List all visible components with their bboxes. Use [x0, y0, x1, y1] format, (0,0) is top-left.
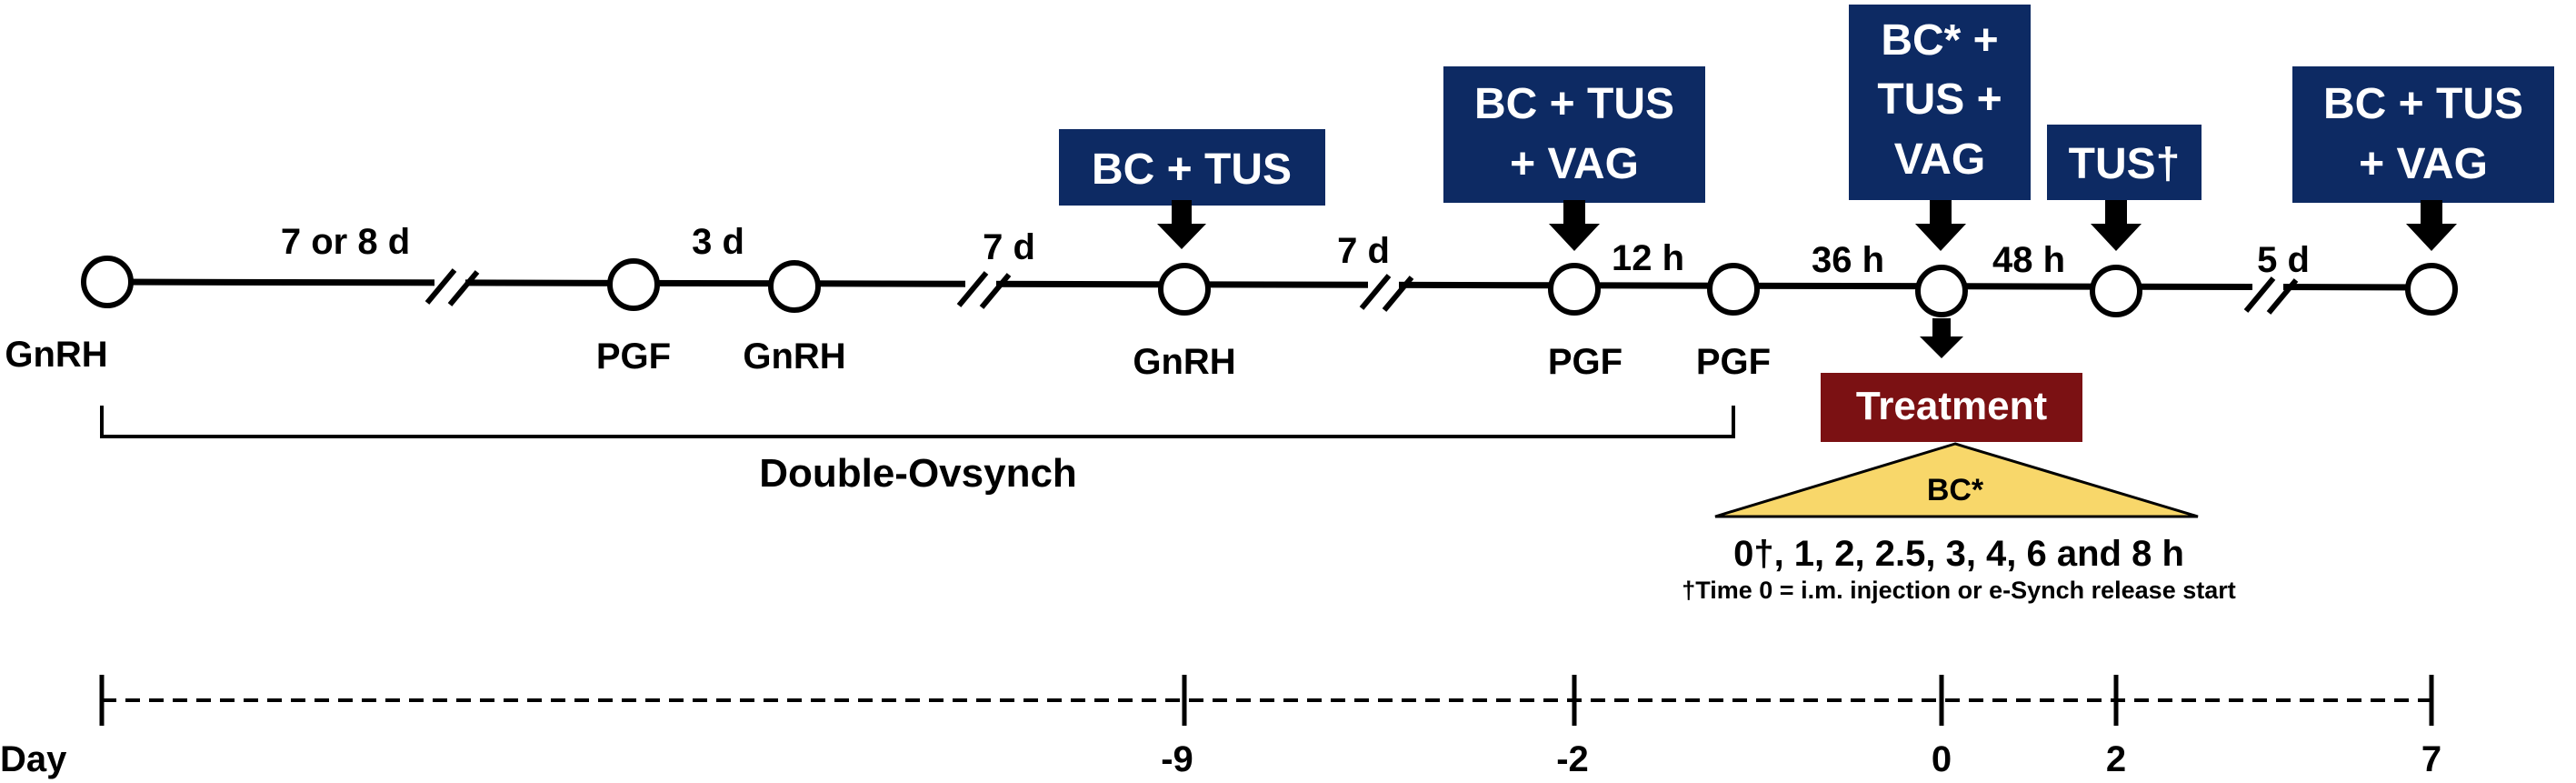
interval-label: 7 d [983, 227, 1035, 267]
node-circle [2090, 265, 2142, 317]
node-circle [1548, 263, 1601, 316]
double-ovsynch-bracket [100, 406, 1735, 438]
box-text: VAG [1894, 136, 1985, 184]
timeline-line [106, 278, 2432, 291]
box-text: TUS + [1877, 75, 2002, 124]
box-text: BC + TUS [2323, 80, 2523, 128]
node-label: GnRH [5, 335, 107, 375]
box-tus [2047, 125, 2202, 200]
day-tick-label: 0 [1932, 739, 1952, 779]
bc-triangle [1714, 442, 2199, 518]
footnote: †Time 0 = i.m. injection or e-Synch rele… [1682, 577, 2236, 604]
box-bc-tus-vag-star [1849, 5, 2031, 200]
treatment-label: Treatment [1856, 384, 2048, 428]
node-label: PGF [1696, 342, 1771, 382]
interval-label: 5 d [2257, 240, 2310, 280]
treatment-box [1821, 373, 2082, 442]
interval-label: 7 d [1337, 231, 1390, 271]
node-circle [1915, 265, 1968, 317]
node-label: PGF [1548, 342, 1622, 382]
triangle-label: BC* [1927, 473, 1984, 507]
break-marks [424, 268, 2299, 315]
timeline-nodes [81, 256, 2458, 317]
interval-label: 3 d [692, 222, 744, 262]
node-label: GnRH [1133, 342, 1235, 382]
box-text: BC* + [1881, 16, 1998, 65]
node-circle [1707, 263, 1760, 316]
node-label: GnRH [743, 336, 845, 376]
interval-label: 7 or 8 d [281, 222, 410, 262]
down-arrows [1157, 200, 2457, 358]
day-tick-label: -2 [1556, 739, 1589, 779]
box-bc-tus-vag-end [2292, 66, 2554, 203]
interval-label: 48 h [1992, 240, 2065, 280]
box-text: + VAG [2359, 140, 2488, 188]
box-bc-tus-vag [1443, 66, 1705, 203]
node-label: PGF [596, 336, 671, 376]
day-tick-label: 7 [2421, 739, 2441, 779]
box-text: + VAG [1510, 140, 1639, 188]
node-circle [607, 258, 660, 311]
box-text: TUS† [2069, 140, 2181, 188]
day-tick-label: 2 [2106, 739, 2126, 779]
assessment-boxes [1059, 5, 2554, 206]
box-text: BC + TUS [1092, 146, 1292, 194]
interval-label: 12 h [1612, 238, 1684, 278]
sampling-times: 0†, 1, 2, 2.5, 3, 4, 6 and 8 h [1733, 534, 2184, 574]
node-circle [1158, 263, 1211, 316]
box-text: BC + TUS [1474, 80, 1674, 128]
day-axis-ticks [99, 675, 2434, 726]
bracket-label: Double-Ovsynch [759, 451, 1077, 496]
node-circle [768, 260, 821, 313]
day-tick-label: -9 [1161, 739, 1193, 779]
node-circle [81, 256, 134, 308]
node-circle [2405, 263, 2458, 316]
day-axis-label: Day [0, 739, 67, 779]
treatment-arrow [1920, 318, 1963, 358]
interval-label: 36 h [1812, 240, 1884, 280]
box-bc-tus [1059, 129, 1325, 206]
